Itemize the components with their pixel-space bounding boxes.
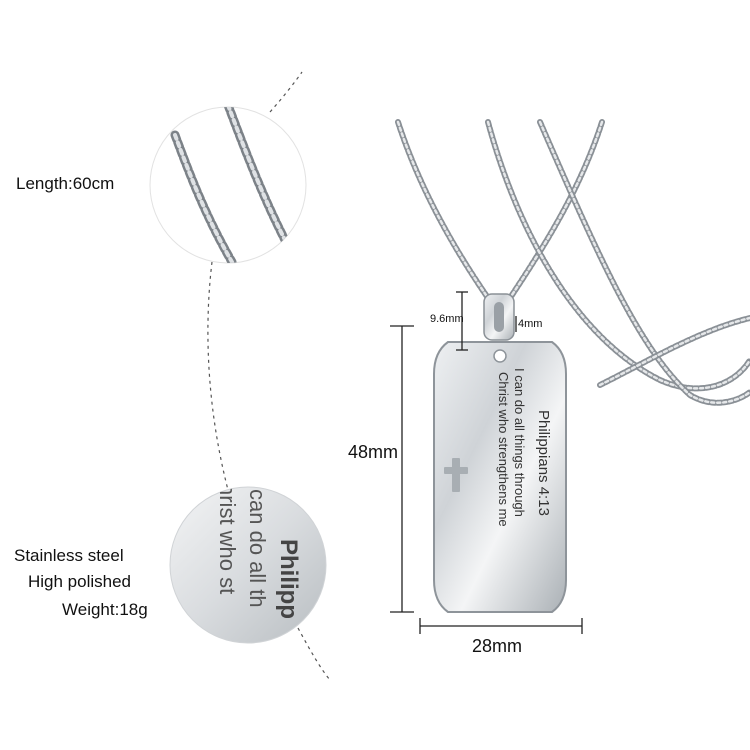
- engraving-line-2: Christ who strengthens me: [496, 372, 511, 527]
- length-label: Length:60cm: [16, 174, 115, 193]
- engraving-closeup-text: Philipp can do all th hrist who st: [170, 487, 326, 643]
- engraving-line-1: I can do all things through: [512, 368, 527, 517]
- dashed-guide-lines: [207, 71, 331, 681]
- height-dimension-label: 48mm: [348, 442, 399, 462]
- pendant-bail: [483, 293, 515, 341]
- material-label: Stainless steel: [14, 546, 124, 565]
- engraving-closeup-circle: [169, 486, 327, 644]
- engraving-reference: Philippians 4:13: [535, 410, 552, 516]
- bail-width-label: 4mm: [518, 318, 543, 330]
- cross-icon: [444, 458, 468, 492]
- dog-tag-pendant: [433, 341, 567, 613]
- chain-closeup-circle: [149, 106, 307, 264]
- bail-height-label: 9.6mm: [430, 313, 464, 325]
- closeup-line-3: hrist who st: [215, 487, 240, 595]
- closeup-line-2: can do all th: [245, 489, 270, 608]
- finish-label: High polished: [28, 572, 132, 591]
- necklace-chains: [395, 119, 750, 406]
- weight-label: Weight:18g: [62, 600, 148, 619]
- width-dimension-label: 28mm: [472, 636, 523, 656]
- closeup-line-1: Philipp: [275, 539, 302, 619]
- dimension-guides: [390, 291, 583, 634]
